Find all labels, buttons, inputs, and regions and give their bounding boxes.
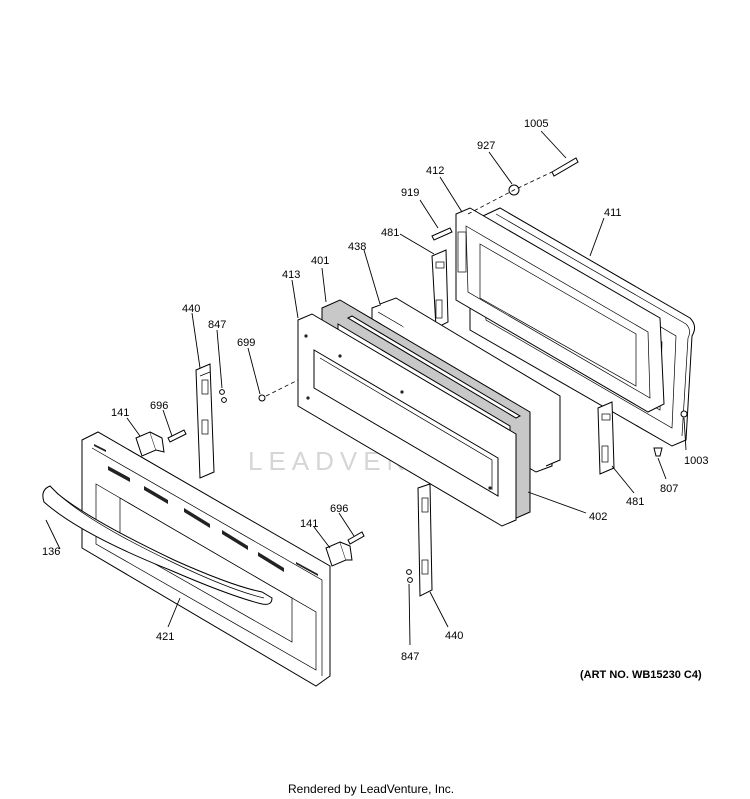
assembly-line bbox=[265, 379, 299, 397]
part-label-927[interactable]: 927 bbox=[477, 140, 495, 152]
part-label-141-left[interactable]: 141 bbox=[111, 407, 129, 419]
side-trim-440-upper[interactable] bbox=[195, 363, 215, 479]
part-label-696-left[interactable]: 696 bbox=[150, 400, 168, 412]
bracket-141-right[interactable] bbox=[325, 541, 353, 567]
footer-credit: Rendered by LeadVenture, Inc. bbox=[288, 782, 454, 796]
bracket-141-left[interactable] bbox=[135, 431, 165, 457]
pin-919[interactable] bbox=[431, 227, 453, 241]
part-label-807[interactable]: 807 bbox=[660, 483, 678, 495]
part-label-699[interactable]: 699 bbox=[237, 337, 255, 349]
part-label-411[interactable]: 411 bbox=[604, 207, 622, 219]
part-label-402[interactable]: 402 bbox=[589, 511, 607, 523]
part-label-401[interactable]: 401 bbox=[311, 255, 329, 267]
outer-frame-413[interactable] bbox=[297, 313, 517, 527]
part-label-412[interactable]: 412 bbox=[426, 165, 444, 177]
side-trim-440-lower[interactable] bbox=[417, 483, 433, 597]
leader-lines bbox=[45, 130, 687, 646]
door-panel-421[interactable] bbox=[81, 431, 331, 687]
part-label-136[interactable]: 136 bbox=[42, 546, 60, 558]
part-label-413[interactable]: 413 bbox=[282, 269, 300, 281]
screw-1005[interactable] bbox=[551, 157, 579, 177]
part-label-696-right[interactable]: 696 bbox=[330, 503, 348, 515]
part-label-1003[interactable]: 1003 bbox=[684, 455, 708, 467]
screw-696-right[interactable] bbox=[347, 531, 365, 545]
screw-696-left[interactable] bbox=[167, 429, 187, 443]
part-label-440-upper[interactable]: 440 bbox=[182, 303, 200, 315]
assembly-line bbox=[467, 171, 553, 215]
part-label-438[interactable]: 438 bbox=[348, 241, 366, 253]
screws-847-lower[interactable] bbox=[406, 569, 413, 583]
part-label-847-lower[interactable]: 847 bbox=[401, 651, 419, 663]
screw-699[interactable] bbox=[258, 394, 266, 402]
hinge-bracket-481-upper[interactable] bbox=[431, 249, 449, 329]
hinge-bracket-481-lower[interactable] bbox=[597, 401, 615, 475]
screws-847-upper[interactable] bbox=[219, 389, 227, 403]
part-label-141-right[interactable]: 141 bbox=[300, 518, 318, 530]
part-label-1005[interactable]: 1005 bbox=[524, 118, 548, 130]
part-label-440-lower[interactable]: 440 bbox=[445, 630, 463, 642]
part-label-481-lower[interactable]: 481 bbox=[626, 496, 644, 508]
part-label-847-upper[interactable]: 847 bbox=[208, 319, 226, 331]
inner-panel-412[interactable] bbox=[455, 207, 665, 413]
handle-136[interactable] bbox=[42, 485, 273, 605]
part-label-481-upper[interactable]: 481 bbox=[381, 227, 399, 239]
part-label-919[interactable]: 919 bbox=[401, 187, 419, 199]
part-label-421[interactable]: 421 bbox=[156, 631, 174, 643]
bumper-807[interactable] bbox=[653, 447, 663, 457]
art-number: (ART NO. WB15230 C4) bbox=[580, 669, 702, 681]
screw-1003[interactable] bbox=[680, 410, 688, 418]
